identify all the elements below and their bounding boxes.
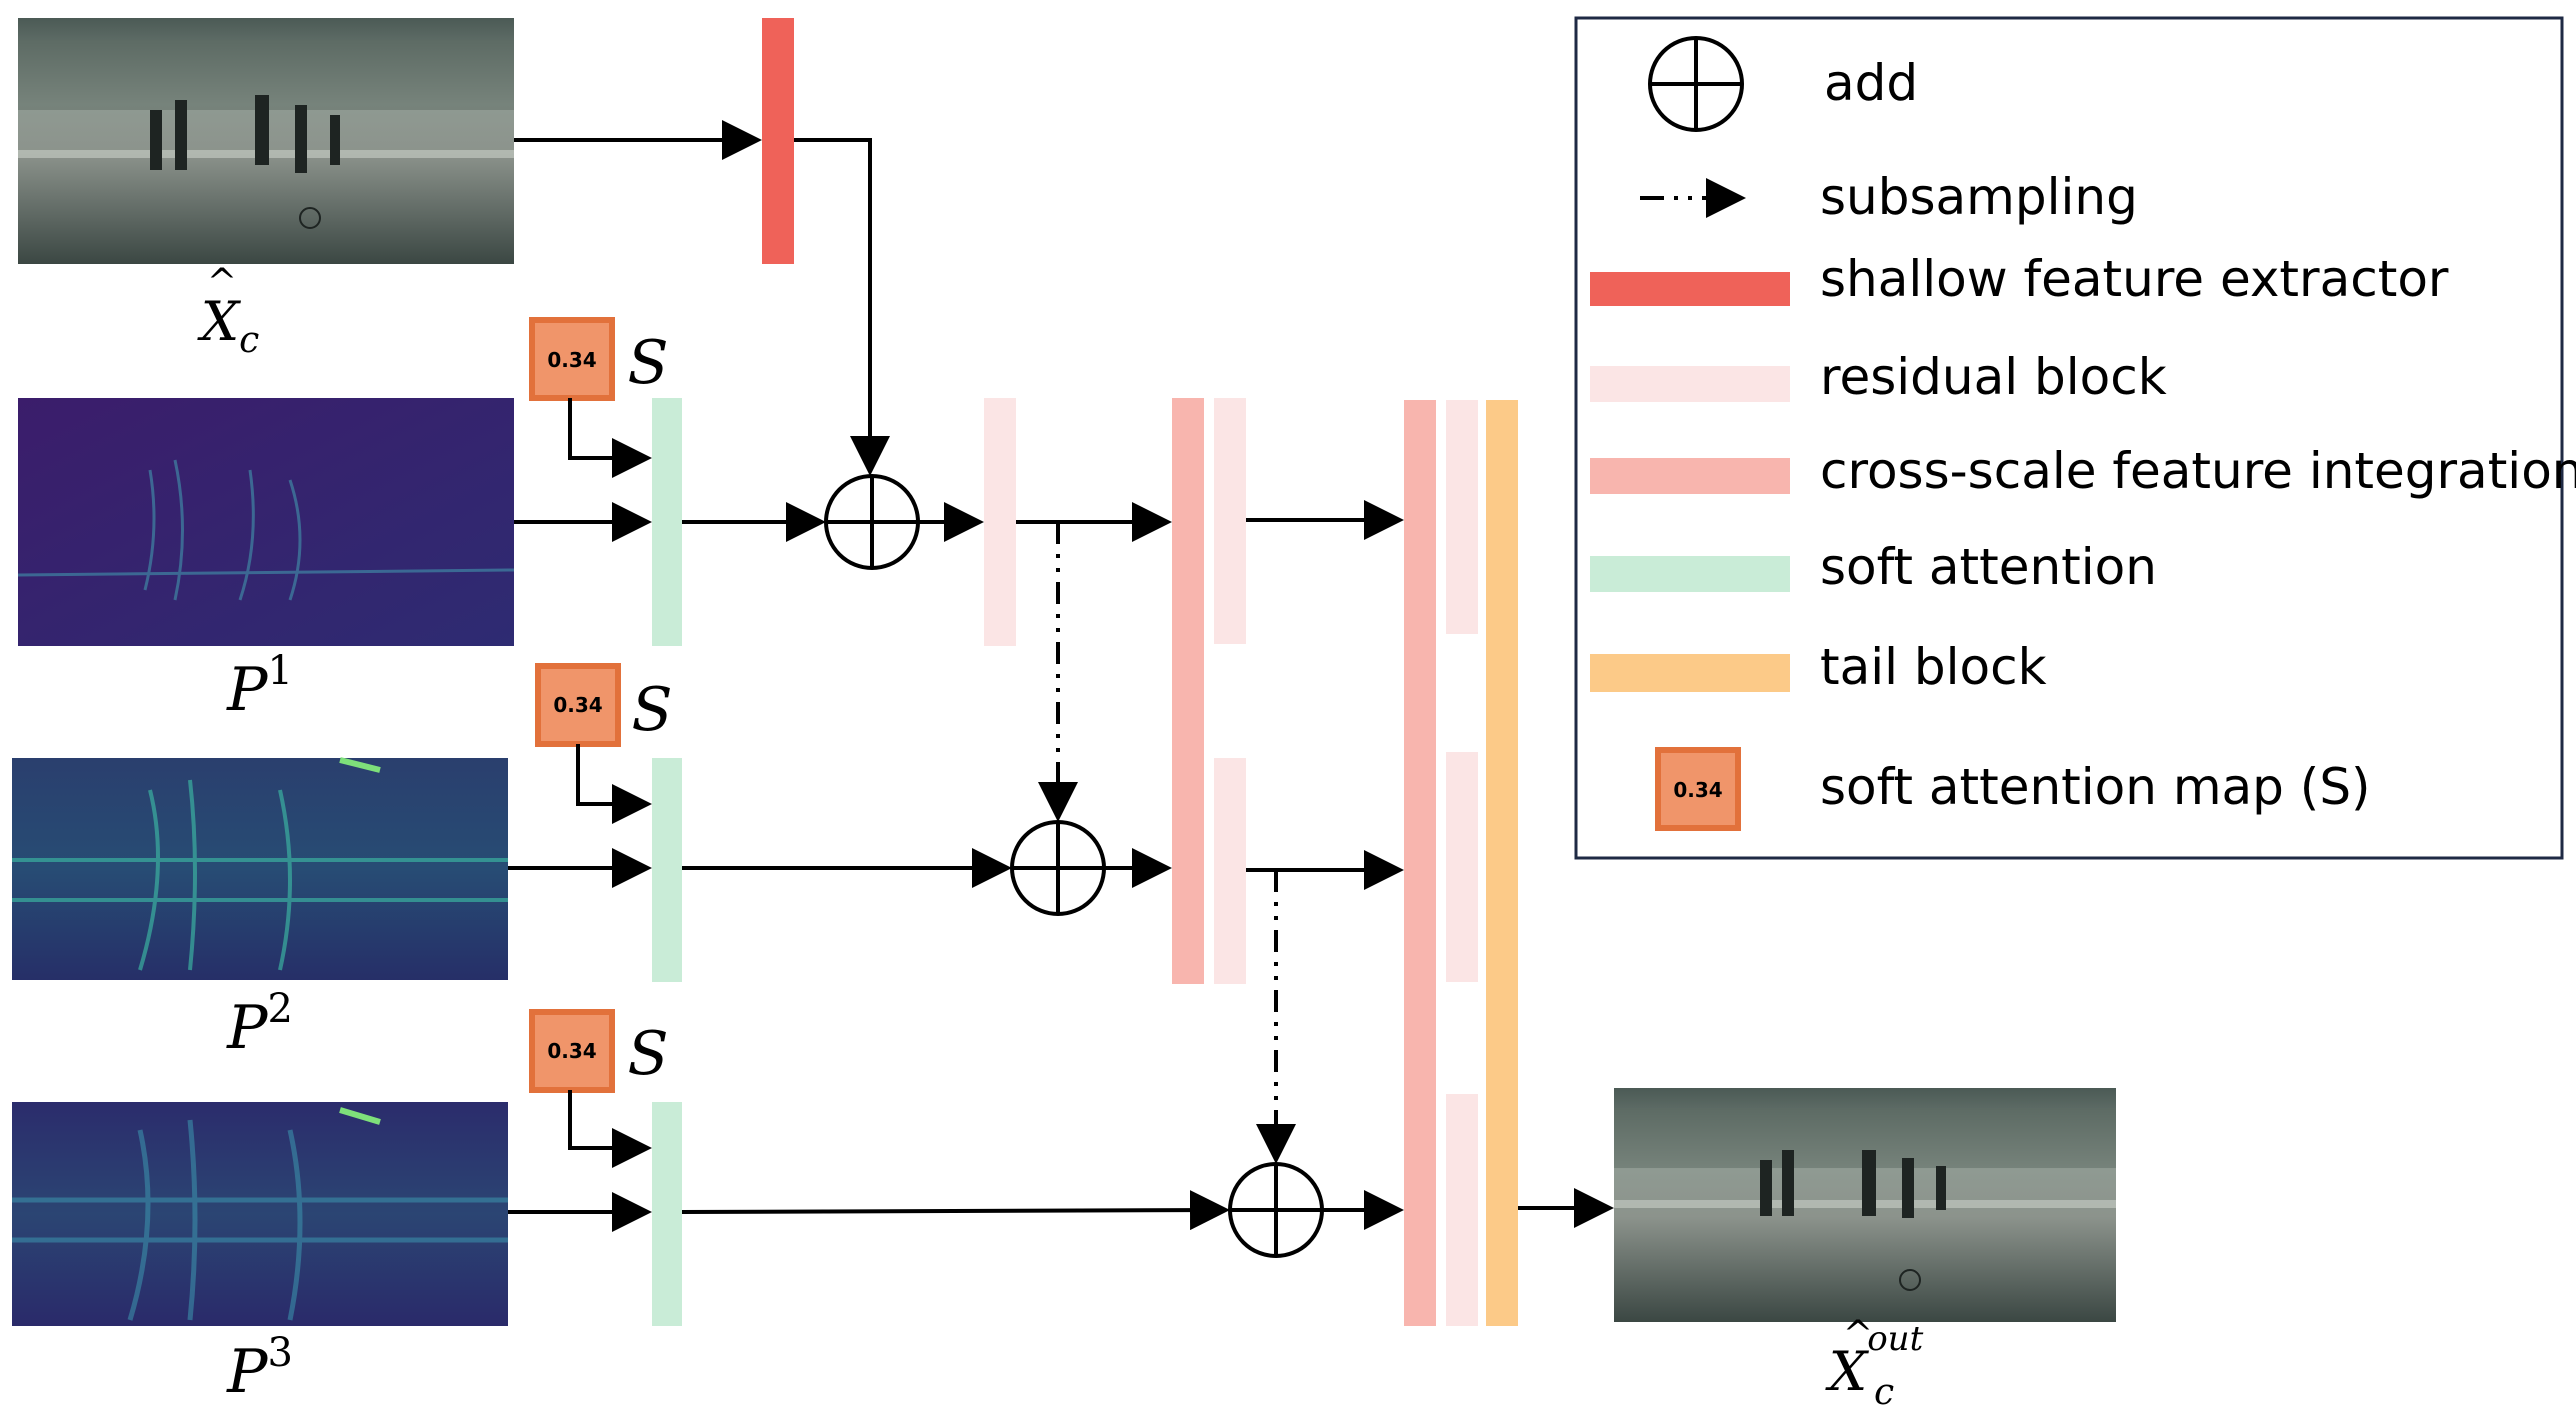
hat-xc: ^: [207, 262, 237, 303]
legend-soft-map-swatch: 0.34: [1655, 747, 1741, 831]
residual-block-2b: [1214, 758, 1246, 984]
label-p1: P1: [226, 648, 293, 725]
residual-block-3a: [1446, 400, 1478, 634]
residual-block-3b: [1446, 752, 1478, 982]
legend-residual-swatch: [1590, 366, 1790, 402]
legend-residual-label: residual block: [1820, 348, 2167, 406]
label-p2: P2: [226, 986, 293, 1063]
input-image-p3: [12, 1102, 508, 1326]
s-label-2: S: [631, 675, 672, 745]
s-label-1: S: [627, 328, 668, 398]
attention-map-value: 0.34: [547, 1039, 596, 1063]
subsampling-arrows: [1038, 522, 1296, 1164]
attention-map-value: 0.34: [553, 693, 602, 717]
plus-circle-icon: [1648, 36, 1744, 132]
attention-map-value: 0.34: [1673, 778, 1722, 802]
soft-attention-block-1: [652, 398, 682, 646]
plus-circle-icon: [1010, 820, 1106, 916]
soft-attention-map-1: 0.34: [529, 317, 615, 401]
plus-circle-icon: [1228, 1162, 1324, 1258]
legend-box: [1574, 16, 2564, 860]
legend-soft-map-label: soft attention map (S): [1820, 758, 2371, 816]
input-image-xc: [18, 18, 514, 264]
soft-attention-map-2: 0.34: [535, 663, 621, 747]
cross-scale-block-2: [1404, 400, 1436, 1326]
cross-scale-block-1: [1172, 398, 1204, 984]
legend-cross-scale-label: cross-scale feature integration: [1820, 442, 2576, 500]
input-image-p1: [17, 398, 515, 646]
legend-tail-label: tail block: [1820, 638, 2047, 696]
legend-soft-attention-label: soft attention: [1820, 538, 2157, 596]
attention-map-value: 0.34: [547, 348, 596, 372]
legend-shallow-swatch: [1590, 272, 1790, 306]
connections: [508, 120, 1614, 1232]
legend-tail-swatch: [1590, 654, 1790, 692]
legend-shallow-label: shallow feature extractor: [1820, 250, 2449, 308]
input-image-p2: [12, 757, 508, 980]
plus-circle-icon: [824, 474, 920, 570]
soft-attention-block-2: [652, 758, 682, 982]
soft-attention-map-3: 0.34: [529, 1009, 615, 1093]
shallow-feature-extractor-block: [762, 18, 794, 264]
tail-block: [1486, 400, 1518, 1326]
label-xc: Xc: [197, 290, 260, 361]
residual-block-3c: [1446, 1094, 1478, 1326]
label-output: Xout: [1825, 1319, 1924, 1403]
label-output-sub: c: [1874, 1372, 1894, 1413]
residual-block-2a: [1214, 398, 1246, 644]
soft-attention-block-3: [652, 1102, 682, 1326]
legend-subsampling-label: subsampling: [1820, 168, 2138, 226]
legend-soft-attention-swatch: [1590, 556, 1790, 592]
output-image: [1614, 1088, 2116, 1322]
legend-add-label: add: [1824, 54, 1918, 112]
s-label-3: S: [627, 1019, 668, 1089]
label-p3: P3: [226, 1330, 293, 1407]
legend: add subsampling shallow feature extracto…: [1574, 16, 2576, 860]
hat-output: ^: [1843, 1314, 1873, 1355]
legend-cross-scale-swatch: [1590, 458, 1790, 494]
residual-block-1: [984, 398, 1016, 646]
